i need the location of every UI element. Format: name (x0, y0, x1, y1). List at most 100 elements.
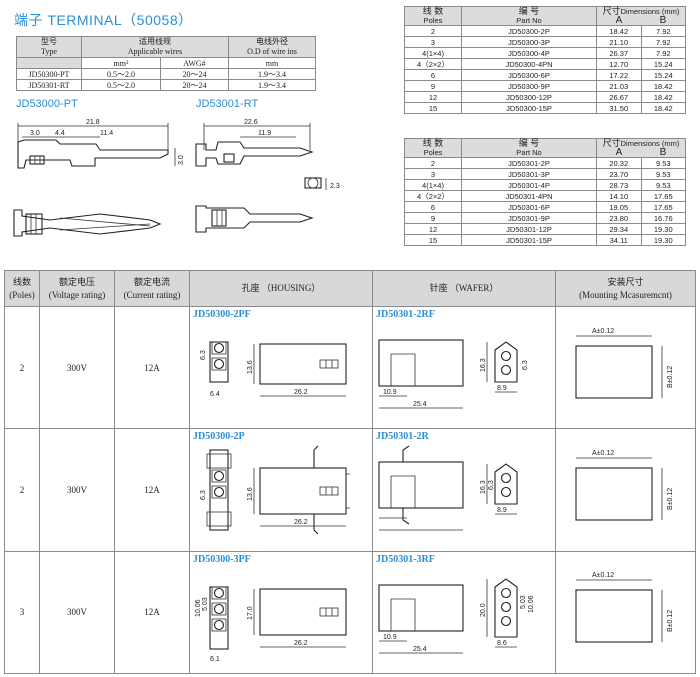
mounting-drawing: A±0.12B±0.12 (574, 572, 674, 643)
cell-curr: 12A (114, 306, 190, 430)
mount-a-label: A±0.12 (592, 572, 614, 579)
dim-label: 8.6 (497, 640, 507, 647)
cell-curr: 12A (114, 428, 190, 552)
dim-label: 4.4 (55, 130, 65, 137)
mounting-drawing: A±0.12B±0.12 (574, 450, 674, 521)
housing-part-number: JD50300-2PF (193, 309, 251, 321)
mount-b-label: B±0.12 (667, 610, 674, 632)
pt-drawing-label: JD53000-PT (16, 98, 78, 110)
header-housing: 孔座 （HOUSING） (189, 269, 373, 308)
housing-part-number: JD50300-2P (193, 431, 245, 443)
header-voltage: 额定电压(Voltage rating) (39, 269, 115, 308)
cell-poles: 3 (4, 550, 40, 675)
wafer-part-number: JD50301-2RF (376, 309, 435, 321)
dim-label: 5.03 (202, 597, 209, 611)
dim-label: 13.6 (247, 488, 254, 502)
rt-side-view: 22.6 11.9 2.3 (195, 119, 340, 190)
mount-b-label: B±0.12 (667, 365, 674, 387)
mount-b-label: B±0.12 (667, 488, 674, 510)
rt-drawing-label: JD53001-RT (196, 98, 259, 110)
dim-label: 20.0 (480, 603, 487, 617)
dim-label: 16.3 (480, 358, 487, 372)
dim-label: 26.2 (294, 389, 308, 396)
header-current: 额定电流(Current rating) (114, 269, 190, 308)
dim-label: 2.3 (330, 183, 340, 190)
dim-label: 6.3 (488, 481, 495, 491)
connector-main-table: 线数(Poles) 额定电压(Voltage rating) 额定电流(Curr… (4, 269, 696, 675)
dim-label: 17.0 (247, 606, 254, 620)
dim-label: 21.8 (86, 119, 100, 126)
dim-label: 13.6 (247, 360, 254, 374)
cell-volt: 300V (39, 428, 115, 552)
mounting-drawing: A±0.12B±0.12 (574, 328, 674, 399)
wafer-part-number: JD50301-3RF (376, 553, 435, 565)
dim-label: 25.4 (413, 401, 427, 408)
dim-label: 8.9 (497, 507, 507, 514)
dim-label: 16.3 (480, 481, 487, 495)
header-poles: 线数(Poles) (4, 269, 40, 308)
cell-volt: 300V (39, 306, 115, 430)
cell-volt: 300V (39, 550, 115, 675)
sub-mm2: mm² (81, 57, 161, 69)
dim-label: 8.9 (497, 385, 507, 392)
dim-label: 11.9 (258, 130, 271, 137)
pt-top-view (13, 209, 162, 237)
dim-label: 6.1 (210, 656, 220, 663)
dim-label: 6.3 (522, 360, 529, 370)
dim-label: 22.6 (244, 119, 258, 126)
header-mounting: 安装尺寸(Mounting Mcasuremcnt) (555, 269, 696, 308)
dim-label: 11.4 (100, 130, 113, 137)
dim-label: 10.06 (195, 599, 202, 617)
header-wafer: 针座 （WAFER） (372, 269, 556, 308)
dim-label: 3.0 (178, 155, 185, 165)
cell-curr: 12A (114, 550, 190, 675)
dim-label: 26.2 (294, 640, 308, 647)
dim-label: 6.4 (210, 391, 220, 398)
dim-label: 26.2 (294, 519, 308, 526)
cell-poles: 2 (4, 428, 40, 552)
mount-a-label: A±0.12 (592, 450, 614, 457)
dim-label: 5.03 (520, 595, 527, 609)
page-title: 端子 TERMINAL（50058） (14, 12, 193, 28)
dim-label: 10.06 (528, 595, 535, 613)
dim-label: 6.3 (200, 491, 207, 501)
cell-poles: 2 (4, 306, 40, 430)
dim-label: 25.4 (413, 646, 427, 653)
terminal-drawings: 21.8 3.0 4.4 11.4 3.0 22.6 11.9 2.3 (13, 119, 340, 237)
dim-label: 10.9 (383, 634, 397, 641)
pt-side-view: 21.8 3.0 4.4 11.4 3.0 (17, 119, 185, 169)
dim-label: 3.0 (30, 130, 40, 137)
header-blank (16, 57, 82, 69)
wafer-part-number: JD50301-2R (376, 431, 429, 443)
sub-awg: AWG# (159, 57, 230, 69)
